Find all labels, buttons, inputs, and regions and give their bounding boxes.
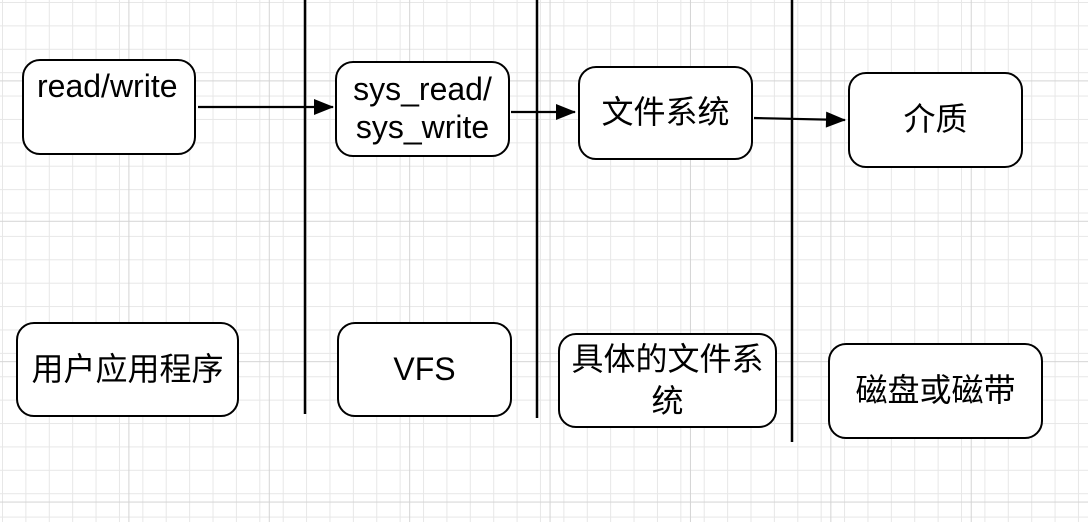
box-read-write: read/write [22, 59, 196, 155]
box-file-system: 文件系统 [578, 66, 753, 160]
arrow-file-system-to-medium [753, 111, 846, 128]
box-sys-read-write: sys_read/ sys_write [335, 61, 510, 157]
box-concrete-file-system-line2: 统 [651, 382, 684, 419]
box-concrete-file-system-line1: 具体的文件系 [571, 340, 764, 377]
box-sys-read-write-line1: sys_read/ [353, 71, 492, 108]
box-user-application-label: 用户应用程序 [31, 350, 224, 387]
box-concrete-file-system: 具体的文件系 统 [558, 333, 777, 428]
box-user-application: 用户应用程序 [16, 322, 239, 417]
box-sys-read-write-line2: sys_write [355, 109, 490, 145]
box-medium: 介质 [848, 72, 1023, 168]
box-vfs-label: VFS [393, 350, 456, 387]
box-disk-or-tape-label: 磁盘或磁带 [855, 372, 1016, 409]
box-disk-or-tape: 磁盘或磁带 [828, 343, 1043, 439]
box-read-write-label: read/write [37, 68, 178, 104]
box-file-system-label: 文件系统 [601, 94, 730, 131]
box-medium-label: 介质 [903, 101, 968, 138]
box-vfs: VFS [337, 322, 512, 417]
